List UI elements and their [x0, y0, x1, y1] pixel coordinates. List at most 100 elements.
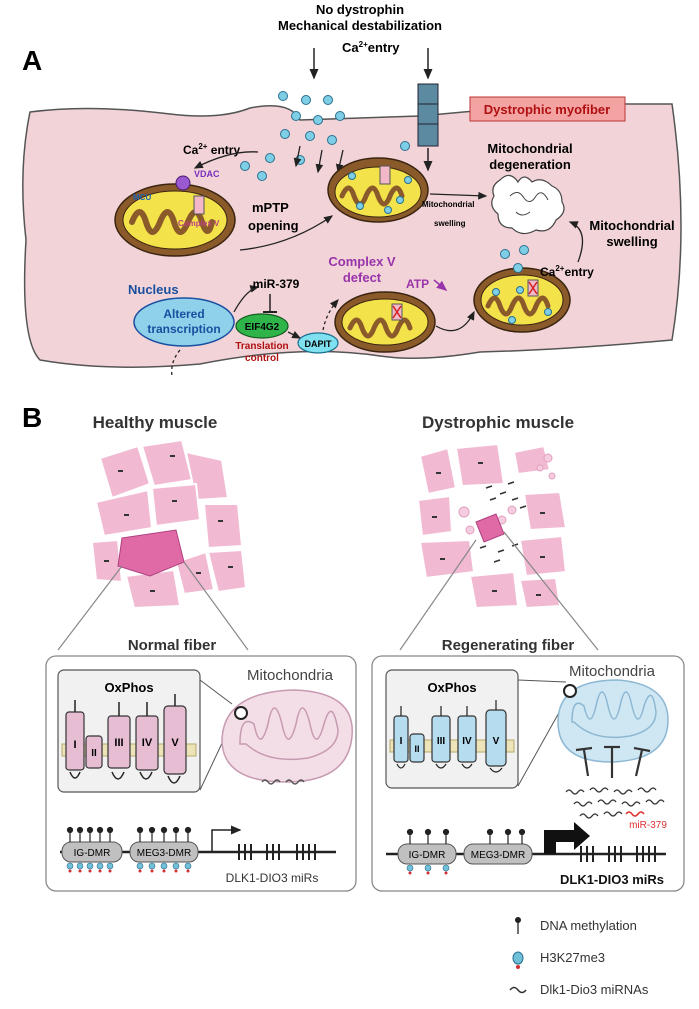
- ca-right-text: Ca2+entry: [540, 264, 594, 279]
- complex-v-label: Complex V: [178, 219, 220, 228]
- legend-h3k27me3-icon: [512, 951, 524, 965]
- legend-dna-methylation: DNA methylation: [540, 918, 637, 933]
- complex-left-4: IV: [142, 737, 153, 749]
- vdac-label: VDAC: [194, 169, 220, 179]
- mitochondrion-normal: [221, 689, 353, 783]
- h3k27me3-left-tips: [68, 869, 190, 873]
- methylation-left: [66, 826, 192, 842]
- dystrophic-nuclei: [432, 462, 545, 596]
- panel-b-label: B: [22, 402, 42, 433]
- legend-mirna-icon: [509, 986, 527, 994]
- meg3-dmr-right: [463, 843, 533, 865]
- legend: DNA methylation H3K27me3 Dlk1-Dio3 miRNA…: [509, 917, 649, 997]
- complexv-defect1: Complex V: [328, 254, 396, 269]
- zoom-circle-right: [563, 684, 577, 698]
- methylation-right: [406, 828, 526, 844]
- mir379-red-label: miR-379: [629, 820, 667, 831]
- complex-right-3: III: [437, 736, 446, 747]
- mirna-waves-right: [565, 787, 665, 819]
- mitochondrion-middle-top: [327, 157, 429, 223]
- panel-b: B Healthy muscle Dystrophic muscle: [22, 402, 685, 892]
- degenerated-mitochondrion: [491, 174, 565, 235]
- mitochondrion-right: [473, 267, 571, 333]
- gene-bars-right: [580, 846, 656, 862]
- oxphos-complexes-left: [65, 705, 187, 775]
- mitochondrion-regenerating: [557, 679, 669, 763]
- zoom-circle-left: [234, 706, 248, 720]
- complex-right-5: V: [493, 736, 500, 747]
- ig-dmr-left: [61, 841, 123, 863]
- nucleus-label: Nucleus: [128, 282, 179, 297]
- swelling-right1: Mitochondrial: [589, 218, 674, 233]
- ion-channel: [417, 83, 439, 147]
- dlk-right-label: DLK1-DIO3 miRs: [560, 872, 664, 887]
- mitochondrion-middle-bottom: [334, 291, 436, 353]
- normal-fiber-title: Normal fiber: [128, 637, 217, 654]
- infiltrating-cells: [479, 481, 527, 563]
- oxphos-complexes-right: [393, 709, 507, 767]
- healthy-highlight-fiber: [117, 529, 185, 577]
- mito-swelling-small1: Mitochondrial: [422, 200, 474, 209]
- mitochondrion-left: [114, 183, 236, 257]
- arrow-mptp: [239, 215, 334, 251]
- nucleus: [133, 297, 235, 347]
- arrow-dapit: [321, 299, 339, 343]
- ig-dmr-right: [397, 843, 457, 865]
- dapit-node: [297, 332, 339, 354]
- healthy-nuclei: [104, 455, 233, 592]
- mir379-wave: [625, 811, 645, 817]
- ca-top-text: Ca2+entry: [342, 40, 400, 55]
- complex-left-1: I: [73, 739, 76, 751]
- swelling-right2: swelling: [606, 234, 657, 249]
- complex-left-3: III: [114, 737, 123, 749]
- mirna-waves-left: [261, 779, 305, 785]
- legend-h3k27me3-tip: [516, 965, 520, 969]
- arrow-eif-dapit: [287, 331, 302, 339]
- meg3-dmr-left-label: MEG3-DMR: [137, 848, 191, 859]
- oxphos-arrows-left: [69, 694, 181, 784]
- mito-swelling-small2: swelling: [434, 219, 466, 228]
- healthy-muscle-title: Healthy muscle: [93, 413, 218, 432]
- arrow-ca-left: [193, 151, 259, 169]
- ig-dmr-left-label: IG-DMR: [74, 848, 111, 859]
- arrow-swelling: [568, 221, 584, 263]
- dystrophic-myofiber-tag: [469, 96, 626, 122]
- mir379-label: miR-379: [253, 277, 300, 291]
- arrow-to-mir379: [233, 285, 260, 313]
- calcium-ions: [240, 91, 410, 181]
- arrow-to-degeneration: [429, 191, 488, 200]
- degeneration2: degeneration: [489, 157, 571, 172]
- complexv-defect2: defect: [343, 270, 382, 285]
- mcu-label: MCU: [133, 193, 151, 202]
- zoom-line-right-b: [503, 531, 599, 651]
- ig-dmr-right-label: IG-DMR: [409, 850, 446, 861]
- dystrophic-muscle-title: Dystrophic muscle: [422, 413, 574, 432]
- complex-right-2: II: [414, 744, 419, 754]
- dlk-left-label: DLK1-DIO3 miRs: [226, 871, 319, 885]
- degeneration1: Mitochondrial: [487, 141, 572, 156]
- h3k27me3-right-tips: [408, 871, 448, 875]
- oxphos-right-label: OxPhos: [427, 680, 476, 695]
- mechanical-destabilization-text: Mechanical destabilization: [278, 18, 442, 33]
- atp-down-arrow: [433, 279, 448, 291]
- legend-methylation-icon: [515, 917, 521, 923]
- zoom-oxphos-left-a: [199, 679, 233, 705]
- dapit-label: DAPIT: [305, 339, 333, 349]
- h3k27me3-left: [66, 862, 192, 870]
- no-dystrophin-text: No dystrophin: [316, 2, 404, 17]
- complex-left-2: II: [91, 748, 97, 759]
- eif4g2-node: [235, 313, 289, 339]
- dystrophic-myofiber-label: Dystrophic myofiber: [484, 102, 610, 117]
- promoter-arrow-right: [544, 822, 590, 854]
- gene-bars-left: [238, 844, 316, 860]
- ca-arrows: [293, 145, 344, 174]
- altered1: Altered: [163, 307, 204, 321]
- meg3-dmr-right-label: MEG3-DMR: [471, 850, 525, 861]
- oxphos-arrows-right: [396, 700, 503, 773]
- legend-mirnas: Dlk1-Dio3 miRNAs: [540, 982, 649, 997]
- legend-h3k27me3: H3K27me3: [540, 950, 605, 965]
- atp-text: ATP: [406, 277, 429, 291]
- mptp-text: mPTP: [252, 200, 289, 215]
- arrow-nucleus-in: [171, 349, 181, 377]
